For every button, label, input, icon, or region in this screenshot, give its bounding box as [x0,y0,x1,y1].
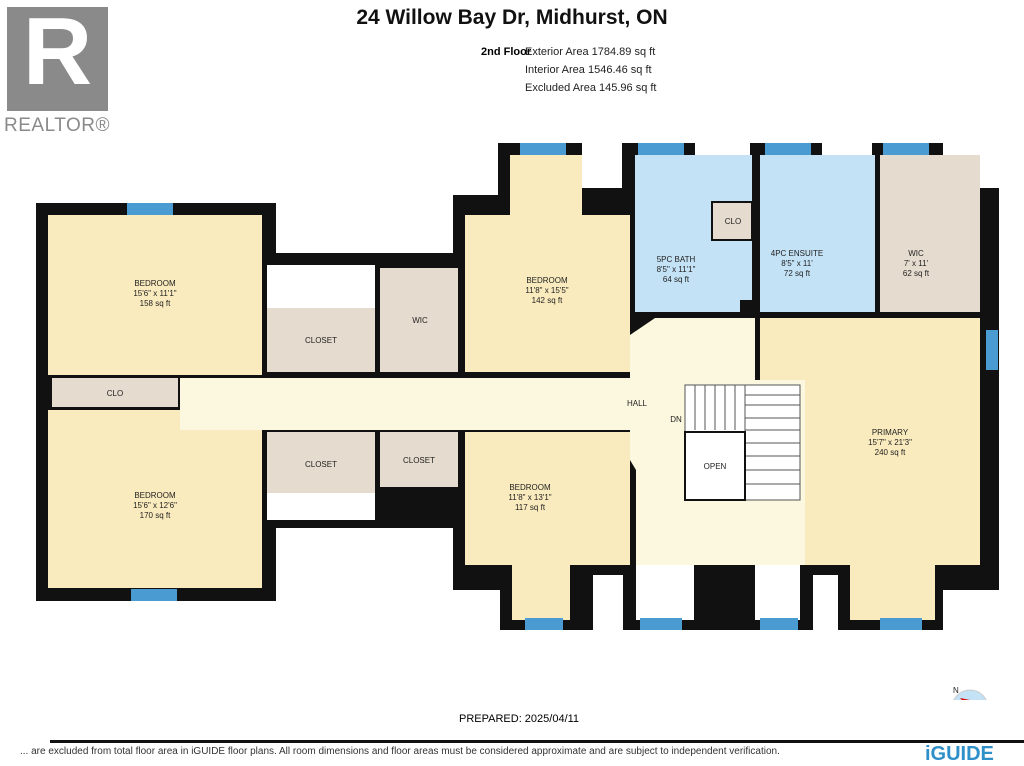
svg-text:240 sq ft: 240 sq ft [875,448,906,457]
svg-text:7' x 11': 7' x 11' [904,259,929,268]
label-clo-2: CLO [725,217,741,226]
svg-text:170 sq ft: 170 sq ft [140,511,171,520]
room-closet-3 [380,432,458,487]
iguide-logo: iGUIDE [925,743,994,765]
windows [127,143,998,630]
realtor-logo-text: REALTOR® [4,115,110,136]
label-bedroom-1: BEDROOM [134,279,176,288]
compass-icon: N [953,686,987,700]
svg-text:15'6" x 12'6": 15'6" x 12'6" [133,501,177,510]
room-clo-1 [52,378,178,407]
label-bedroom-2: BEDROOM [134,491,176,500]
realtor-logo [7,7,108,111]
svg-text:11'8" x 15'5": 11'8" x 15'5" [525,286,568,295]
label-bedroom-4: BEDROOM [509,483,551,492]
svg-text:15'7" x 21'3": 15'7" x 21'3" [868,438,912,447]
label-closet-2: CLOSET [305,460,337,469]
svg-text:62 sq ft: 62 sq ft [903,269,930,278]
exterior-area: Exterior Area 1784.89 sq ft [525,46,656,58]
room-wic-1 [380,268,458,372]
prepared-date: PREPARED: 2025/04/11 [459,713,580,725]
room-closet-1 [267,308,375,372]
room-hall [180,378,640,430]
svg-text:142 sq ft: 142 sq ft [532,296,563,305]
room-closet-2 [267,432,375,493]
label-open: OPEN [704,462,727,471]
label-closet-1: CLOSET [305,336,337,345]
svg-text:72 sq ft: 72 sq ft [784,269,811,278]
room-bedroom-4 [465,432,630,565]
svg-text:15'6" x 11'1": 15'6" x 11'1" [133,289,176,298]
label-wic-1: WIC [412,316,428,325]
room-bedroom-3 [465,215,630,372]
room-wic-2 [880,155,980,312]
svg-text:158 sq ft: 158 sq ft [140,299,171,308]
room-clo-2 [711,201,753,241]
interior-area: Interior Area 1546.46 sq ft [525,64,652,76]
svg-text:11'8" x 13'1": 11'8" x 13'1" [508,493,551,502]
divider [50,740,1024,743]
floor-plan: BEDROOM 15'6" x 11'1" 158 sq ft BEDROOM … [36,143,999,700]
room-4pc-ensuite [760,155,875,312]
staircase [684,384,801,501]
label-dn: DN [670,415,682,424]
svg-text:8'5" x 11': 8'5" x 11' [781,259,813,268]
svg-text:64 sq ft: 64 sq ft [663,275,690,284]
disclaimer: ... are excluded from total floor area i… [20,746,780,757]
label-hall: HALL [627,399,648,408]
label-clo-1: CLO [107,389,123,398]
label-primary: PRIMARY [872,428,909,437]
svg-text:117 sq ft: 117 sq ft [515,503,546,512]
room-bedroom-1 [48,215,262,375]
room-bedroom-2 [48,410,262,588]
label-bedroom-3: BEDROOM [526,276,568,285]
label-wic-2: WIC [908,249,924,258]
label-closet-3: CLOSET [403,456,435,465]
label-5pc-bath: 5PC BATH [657,255,696,264]
floor-name: 2nd Floor [481,46,532,58]
open-area [684,431,746,501]
realtor-logo-letter: R [22,0,93,105]
rooms [48,155,980,620]
excluded-area: Excluded Area 145.96 sq ft [525,82,657,94]
label-4pc-ensuite: 4PC ENSUITE [771,249,823,258]
svg-text:8'5" x 11'1": 8'5" x 11'1" [657,265,696,274]
svg-text:N: N [953,686,959,695]
property-address-title: 24 Willow Bay Dr, Midhurst, ON [356,6,668,29]
